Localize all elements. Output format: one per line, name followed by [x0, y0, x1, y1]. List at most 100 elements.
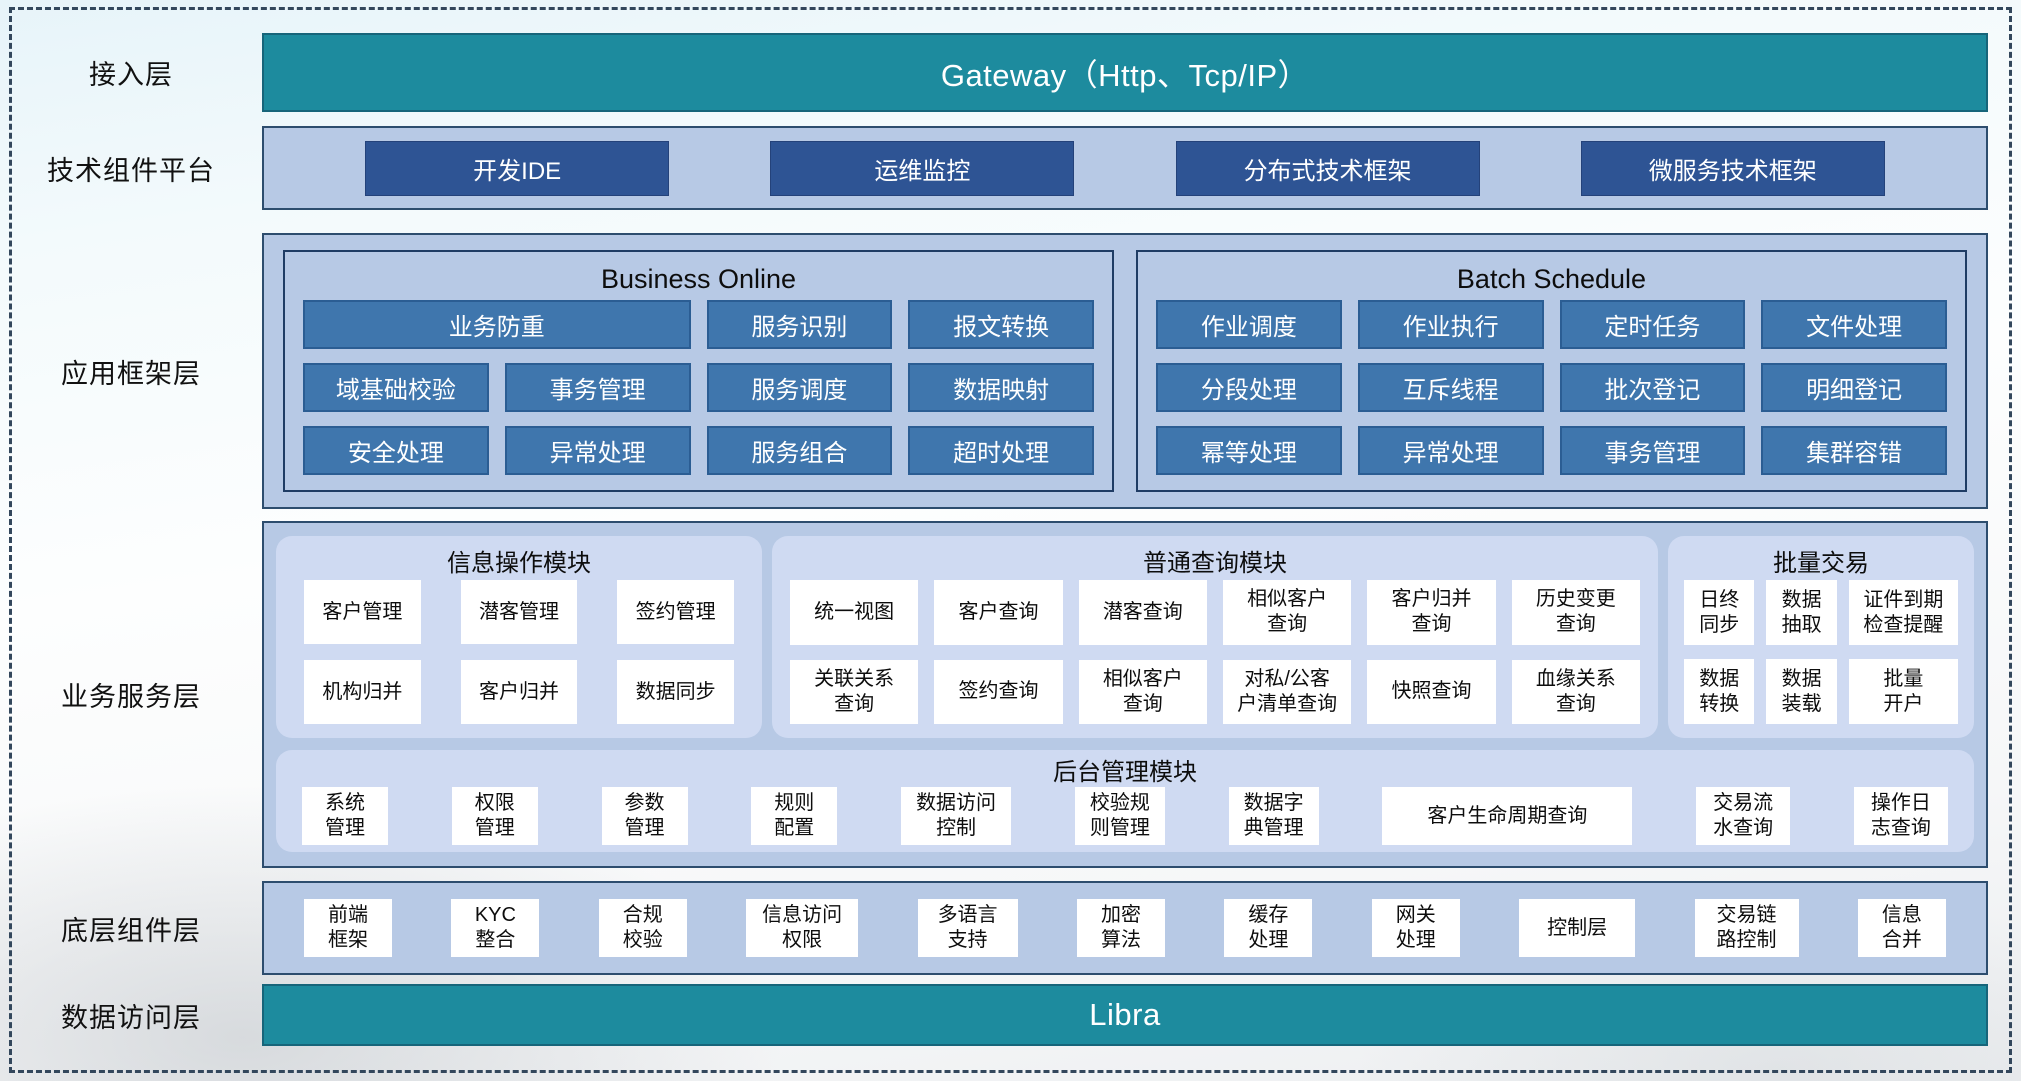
bo-item: 超时处理: [908, 426, 1094, 475]
admin-item: 系统 管理: [302, 787, 388, 845]
batch-item: 证件到期 检查提醒: [1848, 580, 1958, 645]
info-item: 客户归并: [460, 660, 578, 724]
info-item: 签约管理: [617, 580, 734, 644]
query-item: 签约查询: [934, 659, 1063, 724]
tech-platform-container: 开发IDE 运维监控 分布式技术框架 微服务技术框架: [262, 126, 1988, 210]
bottom-item: 多语言 支持: [917, 899, 1018, 957]
bo-item: 事务管理: [504, 363, 691, 412]
query-item: 快照查询: [1367, 659, 1496, 724]
bs-item: 互斥线程: [1357, 363, 1544, 412]
business-online-title: Business Online: [600, 263, 797, 294]
batch-item: 数据 抽取: [1766, 580, 1837, 645]
bo-item: 域基础校验: [303, 363, 489, 412]
info-item: 客户管理: [304, 580, 421, 644]
bottom-item: 控制层: [1519, 899, 1636, 957]
admin-item: 权限 管理: [451, 787, 538, 845]
query-item: 相似客户 查询: [1222, 580, 1352, 645]
admin-item: 数据访问 控制: [901, 787, 1012, 845]
tech-item: 运维监控: [770, 140, 1075, 196]
batch-item: 数据 转换: [1684, 659, 1755, 724]
info-module-title: 信息操作模块: [447, 549, 591, 577]
batch-item: 数据 装载: [1766, 659, 1837, 724]
bs-item: 作业执行: [1357, 300, 1544, 349]
bottom-item: 前端 框架: [304, 899, 392, 957]
layer-label-service: 业务服务层: [61, 682, 201, 712]
bottom-component-container: 前端 框架 KYC 整合 合规 校验 信息访问 权限 多语言 支持 加密 算法 …: [262, 881, 1988, 975]
layer-label-data-access: 数据访问层: [61, 1002, 201, 1033]
admin-item: 客户生命周期查询: [1382, 787, 1633, 845]
bs-item: 分段处理: [1156, 363, 1342, 412]
query-item: 历史变更 查询: [1511, 580, 1640, 645]
bs-item: 幂等处理: [1156, 426, 1342, 475]
tech-item: 分布式技术框架: [1175, 140, 1480, 196]
common-query-module: 普通查询模块 统一视图 客户查询 潜客查询 相似客户 查询 客户归并 查询 历史…: [772, 536, 1658, 738]
admin-item: 校验规 则管理: [1074, 787, 1165, 845]
business-online-panel: Business Online 业务防重 服务识别 报文转换 域基础校验 事务管…: [283, 250, 1114, 492]
access-layer-row: 接入层 Gateway（Http、Tcp/IP）: [0, 33, 1988, 112]
business-service-container: 信息操作模块 客户管理 潜客管理 签约管理 机构归并 客户归并 数据同步 普通查…: [262, 521, 1988, 868]
layer-label-framework: 应用框架层: [61, 358, 201, 389]
admin-module: 后台管理模块 系统 管理 权限 管理 参数 管理 规则 配置 数据访问 控制 校…: [276, 750, 1974, 852]
bottom-item: 交易链 路控制: [1694, 899, 1799, 957]
bottom-component-row: 底层组件层 前端 框架 KYC 整合 合规 校验 信息访问 权限 多语言 支持 …: [0, 881, 1988, 975]
info-operation-module: 信息操作模块 客户管理 潜客管理 签约管理 机构归并 客户归并 数据同步: [276, 536, 762, 738]
bottom-item: 加密 算法: [1076, 899, 1165, 957]
batch-item: 批量 开户: [1848, 659, 1958, 724]
bs-item: 异常处理: [1357, 426, 1544, 475]
app-framework-row: 应用框架层 Business Online 业务防重 服务识别 报文转换 域基础…: [0, 233, 1988, 509]
layer-label-tech: 技术组件平台: [47, 155, 215, 186]
gateway-bar: Gateway（Http、Tcp/IP）: [262, 33, 1988, 112]
bottom-item: 信息 合并: [1857, 899, 1946, 957]
info-item: 数据同步: [617, 660, 734, 724]
query-item: 相似客户 查询: [1078, 659, 1207, 724]
admin-item: 数据字 典管理: [1228, 787, 1319, 845]
bo-item: 服务组合: [706, 426, 893, 475]
bs-item: 明细登记: [1761, 363, 1947, 412]
bottom-item: 缓存 处理: [1224, 899, 1313, 957]
query-module-title: 普通查询模块: [1143, 549, 1287, 577]
admin-item: 交易流 水查询: [1696, 787, 1791, 845]
tech-item: 开发IDE: [365, 140, 670, 196]
bottom-item: KYC 整合: [451, 899, 540, 957]
bo-item: 报文转换: [908, 300, 1094, 349]
batch-trade-module: 批量交易 日终 同步 数据 抽取 证件到期 检查提醒 数据 转换 数据 装载 批…: [1668, 536, 1974, 738]
admin-module-title: 后台管理模块: [1053, 759, 1197, 786]
business-service-row: 业务服务层 信息操作模块 客户管理 潜客管理 签约管理 机构归并 客户归并 数据…: [0, 521, 1988, 868]
bo-item: 服务识别: [706, 300, 893, 349]
bottom-item: 信息访问 权限: [746, 899, 859, 957]
query-item: 统一视图: [790, 580, 919, 645]
batch-module-title: 批量交易: [1773, 549, 1869, 577]
query-item: 关联关系 查询: [790, 659, 919, 724]
info-item: 潜客管理: [460, 580, 578, 644]
bs-item: 作业调度: [1156, 300, 1342, 349]
bo-item: 安全处理: [303, 426, 489, 475]
layer-label-bottom: 底层组件层: [61, 915, 201, 946]
tech-platform-row: 技术组件平台 开发IDE 运维监控 分布式技术框架 微服务技术框架: [0, 126, 1988, 210]
query-item: 客户查询: [934, 580, 1063, 645]
tech-item: 微服务技术框架: [1580, 140, 1885, 196]
app-framework-container: Business Online 业务防重 服务识别 报文转换 域基础校验 事务管…: [262, 233, 1988, 509]
data-access-row: 数据访问层 Libra: [0, 984, 1988, 1046]
query-item: 客户归并 查询: [1367, 580, 1496, 645]
bottom-item: 合规 校验: [598, 899, 687, 957]
batch-schedule-panel: Batch Schedule 作业调度 作业执行 定时任务 文件处理 分段处理 …: [1136, 250, 1967, 492]
batch-item: 日终 同步: [1684, 580, 1755, 645]
bo-item: 数据映射: [908, 363, 1094, 412]
bo-item: 异常处理: [504, 426, 691, 475]
libra-bar: Libra: [262, 984, 1988, 1046]
bo-item: 业务防重: [303, 300, 691, 349]
bo-item: 服务调度: [706, 363, 893, 412]
admin-item: 参数 管理: [601, 787, 688, 845]
bs-item: 事务管理: [1559, 426, 1746, 475]
bs-item: 批次登记: [1559, 363, 1746, 412]
info-item: 机构归并: [304, 660, 421, 724]
bs-item: 定时任务: [1559, 300, 1746, 349]
query-item: 对私/公客 户清单查询: [1222, 659, 1352, 724]
query-item: 血缘关系 查询: [1511, 659, 1640, 724]
admin-item: 规则 配置: [751, 787, 838, 845]
batch-schedule-title: Batch Schedule: [1456, 263, 1647, 294]
admin-item: 操作日 志查询: [1853, 787, 1948, 845]
bottom-item: 网关 处理: [1371, 899, 1460, 957]
bs-item: 文件处理: [1761, 300, 1947, 349]
